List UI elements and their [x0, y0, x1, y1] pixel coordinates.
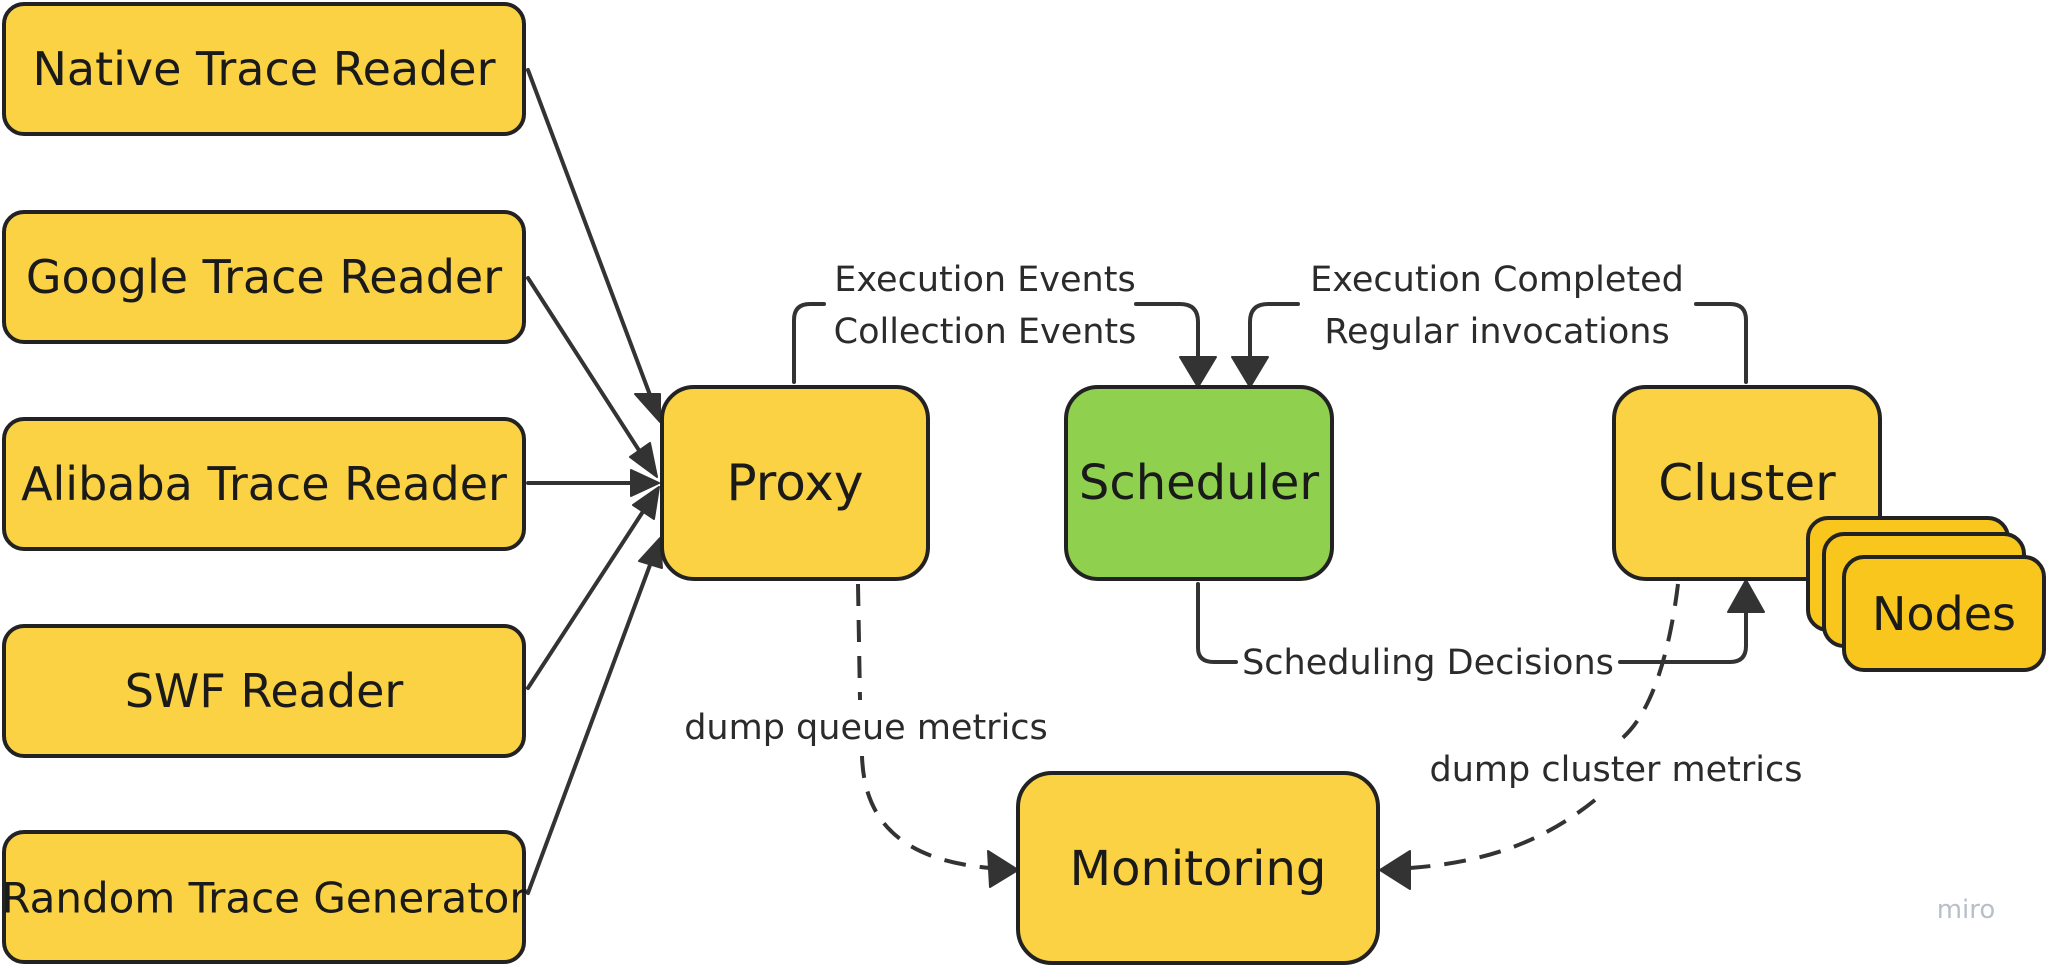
edge-native-to-proxy: [526, 68, 652, 397]
node-label: Scheduler: [1079, 455, 1320, 511]
node-label: Native Trace Reader: [32, 42, 495, 96]
edge-label-dump-queue-metrics: dump queue metrics: [684, 708, 1048, 748]
node-monitoring[interactable]: Monitoring: [1016, 771, 1380, 965]
node-label: SWF Reader: [125, 664, 404, 718]
arrowhead-swf: [632, 486, 660, 520]
arrowhead-google: [629, 442, 658, 478]
node-nodes-stack[interactable]: Nodes: [1806, 516, 2046, 672]
edge-proxy-to-monitoring-curve: [860, 755, 991, 870]
edge-label-regular-invocations: Regular invocations: [1324, 312, 1669, 352]
node-alibaba-trace-reader[interactable]: Alibaba Trace Reader: [2, 417, 526, 551]
arrowhead-native: [634, 393, 661, 423]
node-label: Random Trace Generator: [1, 874, 527, 923]
edge-random-to-proxy: [526, 563, 652, 895]
node-random-trace-generator[interactable]: Random Trace Generator: [1, 830, 527, 964]
edge-google-to-proxy: [526, 276, 644, 457]
node-label: Nodes: [1872, 587, 2016, 641]
edges: [526, 68, 1765, 895]
node-scheduler[interactable]: Scheduler: [1064, 385, 1334, 581]
edge-label-scheduling-decisions: Scheduling Decisions: [1242, 643, 1614, 683]
edge-proxy-to-monitoring: [856, 583, 862, 701]
node-label: Google Trace Reader: [26, 250, 502, 304]
arrowhead-scheduler-to-cluster: [1727, 579, 1765, 613]
edge-swf-to-proxy: [526, 508, 646, 690]
node-swf-reader[interactable]: SWF Reader: [2, 624, 526, 758]
node-label: Alibaba Trace Reader: [21, 457, 507, 511]
arrowhead-alibaba: [630, 469, 660, 497]
edge-label-collection-events: Collection Events: [834, 312, 1137, 352]
arrowhead-cluster-to-scheduler: [1231, 356, 1269, 388]
node-label: Monitoring: [1070, 841, 1327, 897]
edge-label-execution-events: Execution Events: [834, 260, 1135, 300]
node-proxy[interactable]: Proxy: [660, 385, 930, 581]
miro-watermark: miro: [1937, 895, 1996, 925]
edge-cluster-to-scheduler: [1248, 302, 1748, 384]
arrowhead-proxy-to-monitoring: [987, 850, 1019, 888]
node-label: Proxy: [727, 454, 864, 512]
arrowhead-random: [638, 537, 663, 569]
edge-labels: Execution Events Collection Events Execu…: [684, 260, 1802, 790]
edge-proxy-to-scheduler: [792, 302, 1200, 384]
edge-label-execution-completed: Execution Completed: [1310, 260, 1684, 300]
node-label: Cluster: [1658, 454, 1836, 512]
arrowhead-proxy-to-scheduler: [1179, 356, 1217, 388]
source-readers: Native Trace Reader Google Trace Reader …: [1, 2, 527, 964]
edge-cluster-to-monitoring: [1618, 583, 1680, 742]
edge-label-dump-cluster-metrics: dump cluster metrics: [1430, 750, 1803, 790]
edge-scheduler-to-cluster: [1196, 582, 1748, 664]
edge-cluster-to-monitoring-curve: [1409, 798, 1597, 870]
node-google-trace-reader[interactable]: Google Trace Reader: [2, 210, 526, 344]
node-native-trace-reader[interactable]: Native Trace Reader: [2, 2, 526, 136]
arrowhead-cluster-to-monitoring: [1379, 850, 1411, 890]
